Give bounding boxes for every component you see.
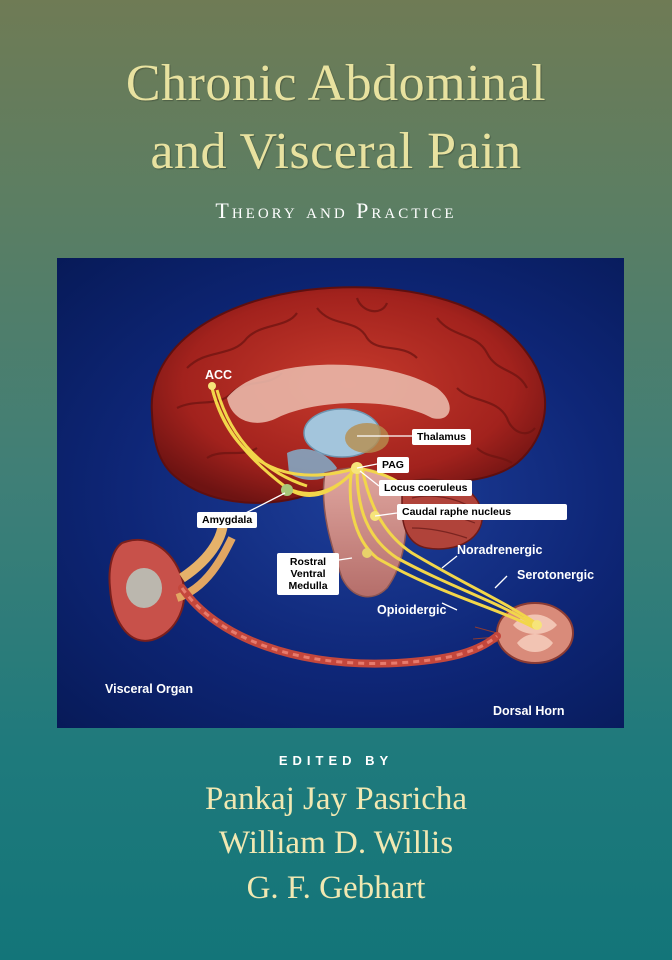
afferent-nerve: [178, 584, 501, 668]
label-rostral-ventral-medulla: Rostral Ventral Medulla: [277, 553, 339, 595]
label-opioidergic: Opioidergic: [377, 603, 447, 617]
label-dorsal-horn: Dorsal Horn: [493, 704, 565, 718]
label-serotonergic: Serotonergic: [517, 568, 595, 582]
label-amygdala: Amygdala: [197, 512, 258, 528]
label-noradrenergic: Noradrenergic: [457, 543, 543, 557]
spinal-cord-section: [472, 602, 574, 664]
cover-illustration: ACC Thalamus PAG Locus coeruleus Caudal …: [57, 258, 624, 728]
label-acc: ACC: [205, 368, 233, 382]
label-locus-coeruleus: Locus coeruleus: [379, 480, 473, 496]
corpus-callosum: [227, 364, 450, 423]
label-visceral-organ: Visceral Organ: [105, 682, 194, 696]
label-thalamus: Thalamus: [412, 429, 472, 445]
book-title-line2: and Visceral Pain: [150, 123, 522, 180]
editor-name: William D. Willis: [218, 825, 454, 861]
book-subtitle: Theory and Practice: [215, 198, 457, 223]
edited-by-label: EDITED BY: [278, 753, 394, 768]
pain-pathway-diagram: [108, 286, 574, 668]
label-pag: PAG: [377, 457, 409, 473]
label-caudal-raphe-nucleus: Caudal raphe nucleus: [397, 504, 567, 520]
editor-name: Pankaj Jay Pasricha: [204, 781, 468, 817]
editor-name: G. F. Gebhart: [246, 870, 426, 906]
book-title-line1: Chronic Abdominal: [125, 55, 547, 112]
